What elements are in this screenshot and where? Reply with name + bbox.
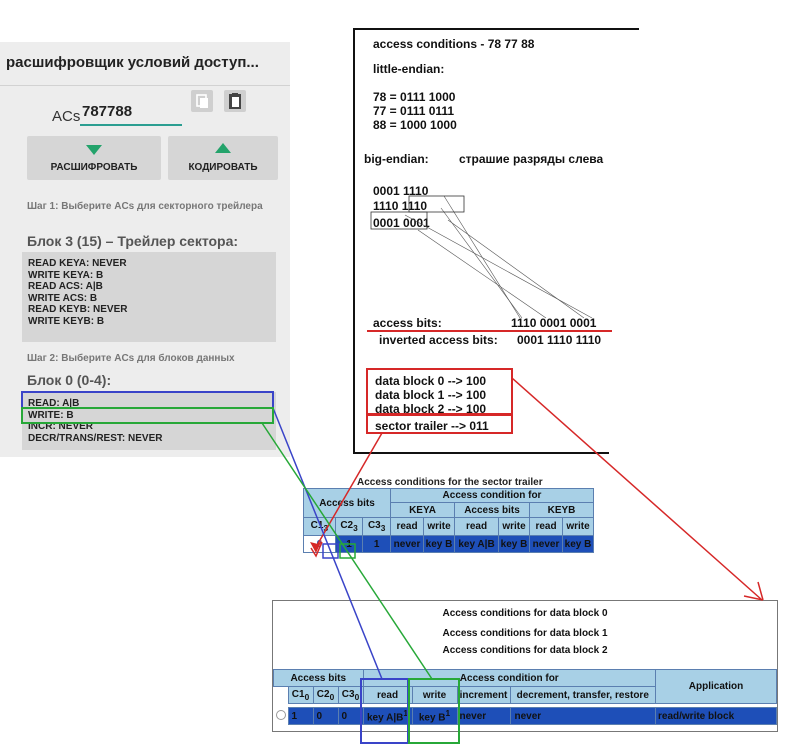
write-highlight xyxy=(21,407,274,424)
col-c3: C33 xyxy=(362,517,391,536)
inverted-bits-value: 0001 1110 1110 xyxy=(517,333,602,347)
value-write: key B1 xyxy=(411,707,458,725)
data-line: INCR: NEVER xyxy=(28,421,94,432)
data-table-title: Access conditions for data block 0 xyxy=(442,608,608,619)
write-connector xyxy=(261,422,433,680)
bit-cell: 0 xyxy=(312,707,339,725)
row-radio[interactable] xyxy=(273,707,288,725)
notes-top-border xyxy=(353,28,639,30)
app-title: расшифровщик условий доступ... xyxy=(6,54,259,71)
value-increment: never xyxy=(456,707,511,725)
step1-label: Шаг 1: Выберите ACs для секторного трейл… xyxy=(27,201,263,212)
value-decrement: never xyxy=(509,707,656,725)
inverted-bits-label: inverted access bits: xyxy=(379,333,498,347)
be-highlight-box xyxy=(408,195,465,213)
be-highlight-box xyxy=(370,211,428,230)
block3-title: Блок 3 (15) – Трейлер сектора: xyxy=(27,233,239,249)
value-cell: key B xyxy=(562,535,594,553)
col-write: write xyxy=(411,686,458,704)
step2-label: Шаг 2: Выберите ACs для блоков данных xyxy=(27,353,235,364)
notes-box: access conditions - 78 77 88 little-endi… xyxy=(353,28,609,454)
read-highlight xyxy=(21,391,274,409)
data-access-panel: Access conditions for data block 0 Acces… xyxy=(272,600,778,732)
acs-label: ACs xyxy=(52,108,81,125)
trailer-c1-highlight xyxy=(322,543,339,559)
data-block-line: data block 0 --> 100 xyxy=(375,374,487,388)
data-line: WRITE: B xyxy=(28,409,74,421)
copy-button[interactable] xyxy=(191,90,213,112)
trailer-access-lines: READ KEYA: NEVER WRITE KEYA: B READ ACS:… xyxy=(28,258,127,327)
data-access-lines: READ: A|B WRITE: B INCR: NEVER DECR/TRAN… xyxy=(28,398,162,444)
trailer-c2-highlight xyxy=(339,543,356,559)
notes-title: access conditions - 78 77 88 xyxy=(373,37,535,51)
acs-input[interactable] xyxy=(80,98,182,126)
block0-title: Блок 0 (0-4): xyxy=(27,372,112,388)
col-c3: C30 xyxy=(337,686,364,704)
sector-trailer-line: sector trailer --> 011 xyxy=(375,419,489,433)
trailer-line: READ KEYA: NEVER xyxy=(28,258,127,269)
paste-icon xyxy=(229,93,241,109)
divider xyxy=(0,85,290,86)
decode-button-label: РАСШИФРОВАТЬ xyxy=(50,162,138,173)
arrow-up-icon xyxy=(215,143,231,153)
app-panel: расшифровщик условий доступ... ACs РАСШИ… xyxy=(0,42,290,457)
trailer-line: WRITE KEYB: B xyxy=(28,315,105,327)
le-line: 88 = 1000 1000 xyxy=(373,118,457,132)
data-block-arrow xyxy=(511,377,763,601)
data-access-table: Access bits Access condition for Applica… xyxy=(273,669,777,725)
access-bits-value: 1110 0001 0001 xyxy=(511,316,597,330)
le-line: 77 = 0111 0111 xyxy=(373,104,455,118)
data-table-title: Access conditions for data block 2 xyxy=(442,645,608,656)
write-column-highlight xyxy=(408,678,460,744)
encode-button-label: КОДИРОВАТЬ xyxy=(188,162,258,173)
paste-button[interactable] xyxy=(224,90,246,112)
be-line: 1110 1110 xyxy=(373,199,428,213)
data-block-line: data block 1 --> 100 xyxy=(375,388,487,402)
encode-button[interactable]: КОДИРОВАТЬ xyxy=(168,136,278,180)
table-row[interactable]: 1 0 0 key A|B1 key B1 never never read/w… xyxy=(273,707,777,725)
trailer-row-marks xyxy=(310,541,323,558)
data-block-line: data block 2 --> 100 xyxy=(375,402,487,416)
data-line: READ: A|B xyxy=(28,398,80,409)
data-access-selector[interactable]: READ: A|B WRITE: B INCR: NEVER DECR/TRAN… xyxy=(22,392,276,450)
access-bits-label: access bits: xyxy=(373,316,442,330)
trailer-line: WRITE ACS: B xyxy=(28,292,98,304)
trailer-line: READ ACS: A|B xyxy=(28,281,103,292)
be-line: 0001 0001 xyxy=(373,216,430,230)
big-endian-label: big-endian: xyxy=(364,152,429,166)
trailer-access-selector[interactable]: READ KEYA: NEVER WRITE KEYA: B READ ACS:… xyxy=(22,252,276,342)
data-table-title: Access conditions for data block 1 xyxy=(442,628,608,639)
trailer-access-table: Access bits Access condition for KEYA Ac… xyxy=(303,488,594,553)
data-block-arrow-head-icon xyxy=(743,581,764,601)
bit-mapping-arrows xyxy=(404,195,593,319)
trailer-line: READ KEYB: NEVER xyxy=(28,304,128,315)
col-read: read xyxy=(362,686,413,704)
radio-icon xyxy=(275,709,286,720)
big-endian-comment: страшие разряды слева xyxy=(459,152,604,166)
data-blocks-highlight xyxy=(366,368,513,416)
be-line: 0001 1110 xyxy=(373,184,429,198)
trailer-arrow xyxy=(315,432,383,548)
col-increment: increment xyxy=(456,686,511,704)
trailer-table-title: Access conditions for the sector trailer xyxy=(357,477,543,488)
spacer xyxy=(273,686,288,704)
copy-icon xyxy=(196,94,208,108)
decode-button[interactable]: РАСШИФРОВАТЬ xyxy=(27,136,161,180)
le-line: 78 = 0111 1000 xyxy=(373,90,456,104)
col-decrement: decrement, transfer, restore xyxy=(509,686,656,704)
trailer-line: WRITE KEYA: B xyxy=(28,269,104,281)
col-application: Application xyxy=(655,669,777,704)
little-endian-label: little-endian: xyxy=(373,62,445,76)
read-column-highlight xyxy=(360,678,409,744)
value-application: read/write block xyxy=(655,707,777,725)
arrow-down-icon xyxy=(86,145,102,155)
sector-trailer-highlight xyxy=(366,413,513,434)
data-line: DECR/TRANS/REST: NEVER xyxy=(28,432,163,444)
trailer-arrow-head-icon xyxy=(310,540,322,553)
